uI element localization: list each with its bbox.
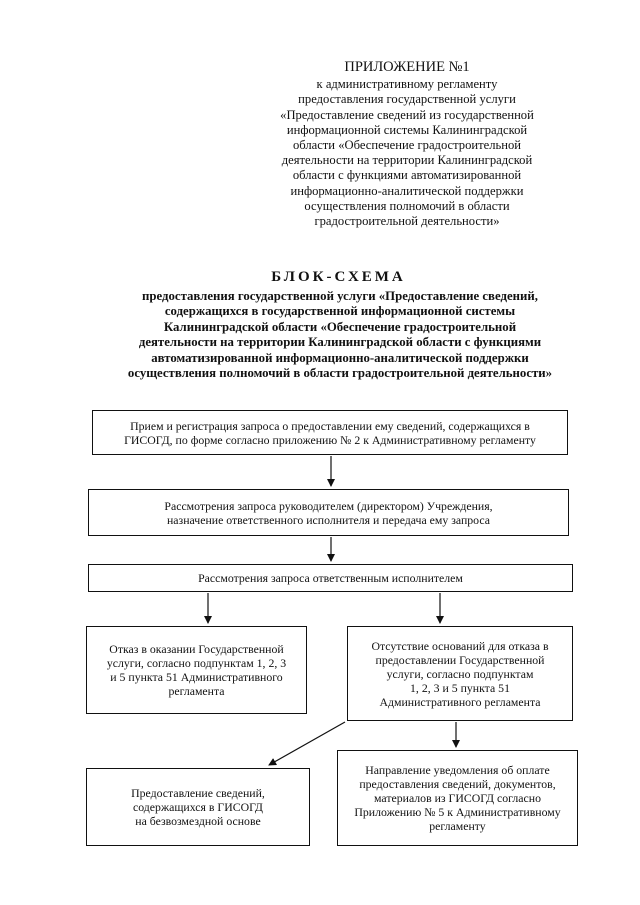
box-line: услуги, согласно подпунктам 1, 2, 3: [106, 656, 287, 670]
box-line: Отказ в оказании Государственной: [109, 642, 284, 656]
subtitle-line: автоматизированной информационно-аналити…: [151, 350, 529, 365]
subtitle-line: осуществления полномочий в области градо…: [127, 366, 553, 381]
box-line: услуги, согласно подпунктам: [386, 666, 534, 681]
subtitle-line: содержащихся в государственной информаци…: [164, 304, 516, 319]
box-line: Административного регламента: [379, 694, 541, 709]
appendix-line: предоставления государственной услуги: [298, 92, 516, 107]
appendix-line: области «Обеспечение градостроительной: [292, 138, 522, 153]
subtitle-line: Калининградской области «Обеспечение гра…: [163, 319, 517, 334]
box-no-grounds: Отсутствие оснований для отказа в предос…: [347, 626, 573, 721]
box-line: Предоставление сведений,: [131, 786, 265, 800]
box-line: Прием и регистрация запроса о предоставл…: [130, 418, 530, 433]
scheme-title: БЛОК-СХЕМА: [271, 269, 406, 285]
box-line: Отсутствие оснований для отказа в: [371, 638, 549, 653]
box-line: предоставления сведений, документов,: [359, 777, 556, 791]
box-line: Направление уведомления об оплате: [365, 763, 550, 777]
appendix-line: деятельности на территории Калининградск…: [281, 153, 533, 168]
box-step1-receive-request: Прием и регистрация запроса о предоставл…: [92, 410, 568, 455]
appendix-line: информационной системы Калининградской: [286, 122, 528, 137]
box-line: ГИСОГД, по форме согласно приложению № 2…: [124, 432, 536, 447]
box-line: и 5 пункта 51 Административного: [110, 670, 283, 684]
appendix-line: «Предоставление сведений из государствен…: [280, 107, 534, 122]
scheme-subtitle: предоставления государственной услуги «П…: [70, 289, 610, 381]
box-step2-director-review: Рассмотрения запроса руководителем (дире…: [88, 489, 569, 536]
arrow-no-grounds-to-free: [268, 721, 346, 766]
box-line: Рассмотрения запроса руководителем (дире…: [164, 498, 493, 513]
box-line: материалов из ГИСОГД согласно: [374, 791, 541, 805]
box-step3-executor-review: Рассмотрения запроса ответственным испол…: [88, 564, 573, 592]
box-line: 1, 2, 3 и 5 пункта 51: [410, 680, 510, 695]
box-refusal: Отказ в оказании Государственной услуги,…: [86, 626, 307, 714]
appendix-header: ПРИЛОЖЕНИЕ №1 к административному реглам…: [262, 59, 552, 229]
box-line: регламенту: [429, 819, 486, 833]
box-free-provision: Предоставление сведений, содержащихся в …: [86, 768, 310, 846]
appendix-line: градостроительной деятельности»: [314, 214, 500, 229]
appendix-line: к административному регламенту: [316, 77, 498, 92]
box-payment-notice: Направление уведомления об оплате предос…: [337, 750, 578, 846]
box-line: содержащихся в ГИСОГД: [133, 800, 263, 814]
box-line: на безвозмездной основе: [135, 814, 261, 828]
appendix-line: информационно-аналитической поддержки: [290, 183, 524, 198]
box-line: регламента: [168, 684, 225, 698]
box-line: Приложению № 5 к Административному: [354, 805, 561, 819]
box-line: назначение ответственного исполнителя и …: [166, 512, 490, 527]
subtitle-line: деятельности на территории Калининградск…: [138, 335, 542, 350]
subtitle-line: предоставления государственной услуги «П…: [142, 289, 538, 303]
appendix-title: ПРИЛОЖЕНИЕ №1: [344, 59, 470, 75]
appendix-line: области с функциями автоматизированной: [292, 168, 522, 183]
box-line: Рассмотрения запроса ответственным испол…: [198, 571, 463, 585]
box-line: предоставлении Государственной: [375, 652, 545, 667]
appendix-line: осуществления полномочий в области: [304, 198, 510, 213]
